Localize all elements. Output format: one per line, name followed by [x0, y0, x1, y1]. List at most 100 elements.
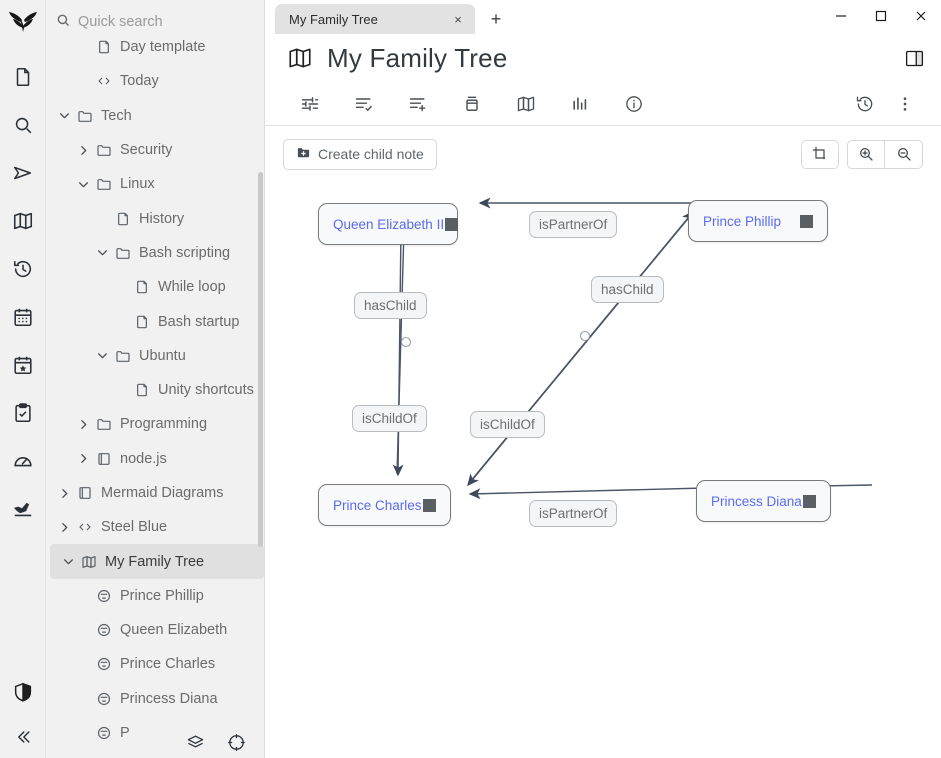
- tree-item-unity-shortcuts[interactable]: Unity shortcuts: [46, 373, 264, 407]
- note-icon: [93, 39, 115, 55]
- relation-node-queen[interactable]: Queen Elizabeth II: [318, 203, 459, 245]
- tree-item-day-template[interactable]: Day template: [46, 30, 264, 64]
- note-icon: [131, 314, 153, 330]
- calendar-icon[interactable]: [0, 293, 46, 341]
- tree-item-node-js[interactable]: node.js: [46, 442, 264, 476]
- relation-node-charles[interactable]: Prince Charles: [318, 484, 451, 526]
- tree-item-ubuntu[interactable]: Ubuntu: [46, 339, 264, 373]
- target-icon[interactable]: [227, 733, 246, 752]
- new-tab-button[interactable]: +: [490, 8, 502, 29]
- search-icon: [56, 13, 70, 32]
- zoom-in-icon[interactable]: [847, 139, 885, 169]
- folder-icon: [112, 348, 134, 364]
- note-properties-icon[interactable]: [283, 87, 337, 121]
- minimize-icon[interactable]: [821, 0, 861, 32]
- chevron-right-icon[interactable]: [73, 144, 93, 157]
- resize-handle[interactable]: [803, 494, 816, 508]
- note-icon[interactable]: [0, 53, 46, 101]
- chevron-down-icon[interactable]: [58, 555, 78, 568]
- gauge-icon[interactable]: [0, 437, 46, 485]
- send-icon[interactable]: [0, 149, 46, 197]
- tree-item-steel-blue[interactable]: Steel Blue: [46, 510, 264, 544]
- plane-icon[interactable]: [0, 485, 46, 533]
- chevron-right-icon[interactable]: [73, 418, 93, 431]
- tree-item-today[interactable]: Today: [46, 64, 264, 98]
- tree-item-prince-charles[interactable]: Prince Charles: [46, 647, 264, 681]
- note-map-icon[interactable]: [499, 87, 553, 121]
- chevron-down-icon[interactable]: [92, 246, 112, 259]
- tree-item-princess-diana[interactable]: Princess Diana: [46, 682, 264, 716]
- chevron-down-icon[interactable]: [92, 349, 112, 362]
- tree-item-label: Prince Charles: [120, 656, 216, 673]
- tree-item-label: Ubuntu: [139, 347, 186, 364]
- quick-search[interactable]: Quick search: [46, 0, 264, 44]
- maximize-icon[interactable]: [861, 0, 901, 32]
- tree-item-label: Linux: [120, 176, 155, 193]
- tasks-icon[interactable]: [0, 389, 46, 437]
- fit-to-screen-icon[interactable]: [801, 139, 839, 169]
- book-icon: [93, 451, 115, 467]
- quick-search-input[interactable]: Quick search: [78, 14, 163, 30]
- shield-icon[interactable]: [0, 668, 46, 716]
- map-icon: [287, 45, 313, 71]
- note-info-circle-icon[interactable]: [607, 87, 661, 121]
- resize-handle[interactable]: [423, 498, 436, 512]
- tree-item-queen-elizabeth[interactable]: Queen Elizabeth: [46, 613, 264, 647]
- tree-item-bash-startup[interactable]: Bash startup: [46, 304, 264, 338]
- tree-item-label: node.js: [120, 450, 167, 467]
- right-panel-icon[interactable]: [904, 48, 925, 69]
- tree-item-label: Security: [120, 142, 173, 159]
- tree-item-bash-scripting[interactable]: Bash scripting: [46, 236, 264, 270]
- tree-item-label: While loop: [158, 279, 226, 296]
- code-icon: [74, 519, 96, 535]
- tree-item-while-loop[interactable]: While loop: [46, 270, 264, 304]
- tree-item-tech[interactable]: Tech: [46, 99, 264, 133]
- folder-icon: [93, 176, 115, 192]
- tree-item-p[interactable]: P: [46, 716, 264, 750]
- layers-icon[interactable]: [186, 733, 205, 752]
- search-icon[interactable]: [0, 101, 46, 149]
- edge-label-ispartnerof[interactable]: isPartnerOf: [529, 211, 618, 238]
- tab-my-family-tree[interactable]: My Family Tree ×: [275, 4, 475, 34]
- relation-node-phillip[interactable]: Prince Phillip: [688, 200, 828, 242]
- add-attribute-icon[interactable]: [391, 87, 445, 121]
- chevron-down-icon[interactable]: [73, 178, 93, 191]
- edge-label-haschild[interactable]: hasChild: [591, 276, 664, 303]
- chevron-right-icon[interactable]: [73, 452, 93, 465]
- create-child-note-button[interactable]: Create child note: [283, 138, 437, 170]
- left-icon-rail: [0, 0, 46, 758]
- tree-item-linux[interactable]: Linux: [46, 167, 264, 201]
- edge-label-ispartnerof[interactable]: isPartnerOf: [529, 500, 618, 527]
- resize-handle[interactable]: [800, 214, 813, 228]
- chevron-right-icon[interactable]: [54, 521, 74, 534]
- tree-item-security[interactable]: Security: [46, 133, 264, 167]
- recent-icon[interactable]: [0, 245, 46, 293]
- more-menu-icon[interactable]: [885, 87, 925, 121]
- page-title[interactable]: My Family Tree: [327, 42, 508, 73]
- chevron-down-icon[interactable]: [54, 109, 74, 122]
- edge-label-haschild[interactable]: hasChild: [354, 292, 427, 319]
- calendar-star-icon[interactable]: [0, 341, 46, 389]
- collapse-icon[interactable]: [0, 716, 46, 758]
- close-icon[interactable]: [901, 0, 941, 32]
- history-icon[interactable]: [845, 87, 885, 121]
- relation-node-diana[interactable]: Princess Diana: [696, 480, 831, 522]
- chevron-right-icon[interactable]: [54, 487, 74, 500]
- tree-item-history[interactable]: History: [46, 201, 264, 235]
- edge-label-ischildof[interactable]: isChildOf: [352, 405, 427, 432]
- tree-item-label: Queen Elizabeth: [120, 622, 228, 639]
- map-icon[interactable]: [0, 197, 46, 245]
- tree-item-mermaid-diagrams[interactable]: Mermaid Diagrams: [46, 476, 264, 510]
- note-info-icon[interactable]: [553, 87, 607, 121]
- tree-item-my-family-tree[interactable]: My Family Tree: [50, 544, 264, 579]
- tree-scrollbar[interactable]: [258, 172, 263, 547]
- owned-attributes-icon[interactable]: [337, 87, 391, 121]
- zoom-out-icon[interactable]: [885, 139, 923, 169]
- note-revisions-icon[interactable]: [445, 87, 499, 121]
- tab-close-icon[interactable]: ×: [454, 11, 462, 27]
- edge-label-ischildof[interactable]: isChildOf: [470, 411, 545, 438]
- tree-item-programming[interactable]: Programming: [46, 407, 264, 441]
- tree-item-prince-phillip[interactable]: Prince Phillip: [46, 579, 264, 613]
- resize-handle[interactable]: [445, 217, 459, 231]
